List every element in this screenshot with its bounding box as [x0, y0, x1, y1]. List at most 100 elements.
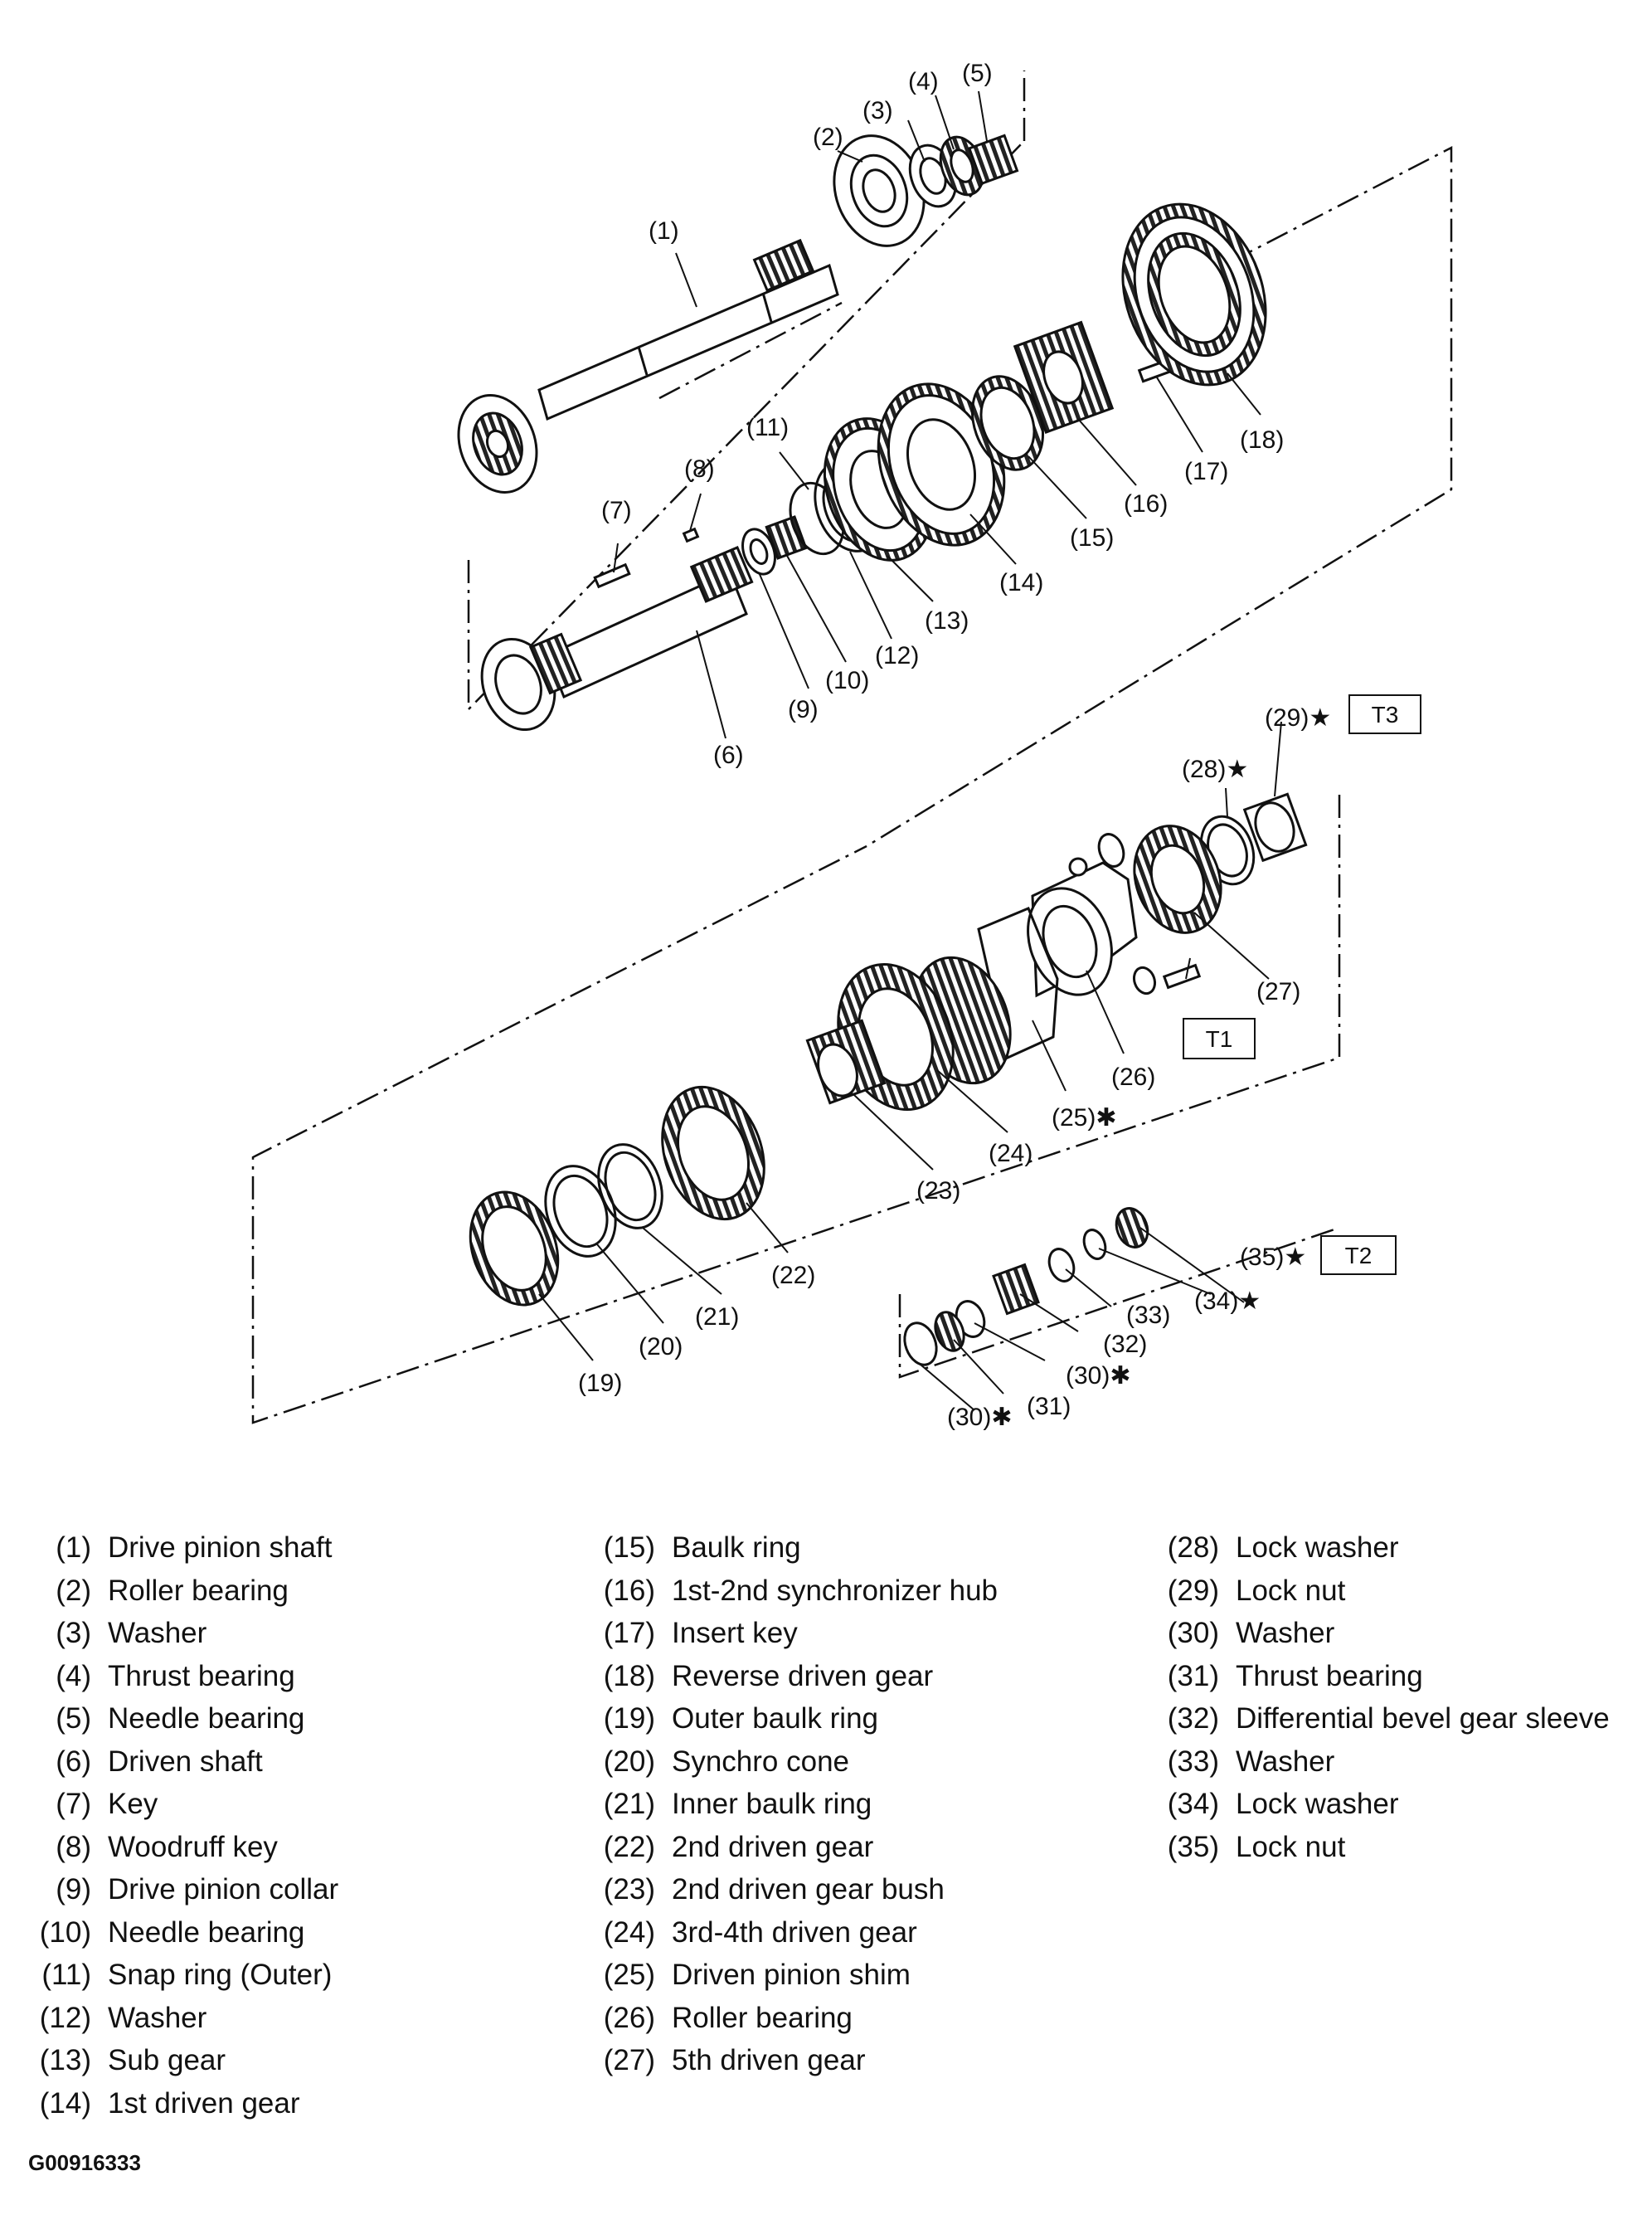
callout-25: (25)✱ [1052, 1104, 1117, 1132]
parts-legend: (1)Drive pinion shaft (2)Roller bearing … [0, 1526, 1652, 2124]
legend-item: (25) Driven pinion shim [564, 1954, 1128, 1997]
legend-number: (7) [56, 1788, 91, 1820]
legend-item: (32)Differential bevel gear sleeve [1128, 1697, 1652, 1740]
legend-label: Driven shaft [108, 1745, 263, 1778]
legend-label: Roller bearing [672, 2001, 853, 2034]
legend-item: (22)2nd driven gear [564, 1826, 1128, 1869]
reverse-driven-gear-drawing [1121, 202, 1267, 387]
legend-label: 2nd driven gear [672, 1830, 874, 1863]
synchronizer-hub-drawing [1013, 320, 1115, 434]
callout-4: (4) [908, 68, 939, 95]
legend-label: Washer [108, 1617, 207, 1649]
legend-label: Roller bearing [108, 1574, 289, 1607]
callout-21: (21) [695, 1303, 739, 1331]
legend-column-2: (15)Baulk ring (16)1st-2nd synchronizer … [564, 1526, 1128, 2082]
callout-20: (20) [639, 1333, 683, 1360]
inner-baulk-ring-drawing [597, 1143, 663, 1229]
legend-label: Washer [108, 2001, 207, 2034]
legend-number: (11) [41, 1959, 91, 1991]
legend-label: 3rd-4th driven gear [672, 1915, 917, 1949]
legend-item: (16)1st-2nd synchronizer hub [564, 1570, 1128, 1613]
callout-31: (31) [1027, 1393, 1071, 1420]
legend-item: (30)Washer [1128, 1612, 1652, 1655]
legend-item: (26)Roller bearing [564, 1997, 1128, 2040]
legend-item: (19)Outer baulk ring [564, 1697, 1128, 1740]
callout-29: (29)★ [1265, 704, 1331, 732]
needle-bearing-drawing [967, 134, 1019, 186]
legend-number: (1) [56, 1531, 91, 1564]
drive-pinion-collar-drawing [741, 528, 776, 576]
legend-item: (20) Synchro cone [564, 1740, 1128, 1784]
legend-item: (21)Inner baulk ring [564, 1783, 1128, 1826]
callout-10: (10) [825, 667, 869, 694]
legend-label: Lock nut [1236, 1830, 1346, 1863]
legend-number: (8) [56, 1830, 91, 1863]
legend-item: (31) Thrust bearing [1128, 1655, 1652, 1698]
callout-35: (35)★ [1240, 1244, 1306, 1271]
callout-9: (9) [788, 696, 819, 723]
legend-column-1: (1)Drive pinion shaft (2)Roller bearing … [0, 1526, 531, 2125]
legend-number: (9) [56, 1873, 91, 1906]
assembly-boundary-lines [251, 71, 1453, 1424]
legend-number: (28) [1167, 1531, 1219, 1564]
legend-label: Needle bearing [108, 1702, 305, 1735]
leader-lines [538, 90, 1282, 1411]
legend-item: (27) 5th driven gear [564, 2039, 1128, 2082]
callout-23: (23) [916, 1177, 960, 1205]
legend-number: (14) [39, 2086, 91, 2120]
needle-bearing-10-drawing [765, 515, 808, 560]
legend-number: (31) [1167, 1659, 1219, 1692]
callout-30b: (30)✱ [1066, 1362, 1131, 1390]
legend-label: Driven pinion shim [672, 1959, 911, 1991]
legend-item: (34)Lock washer [1128, 1783, 1652, 1826]
legend-label: Thrust bearing [108, 1659, 295, 1692]
legend-label: Insert key [672, 1617, 798, 1649]
legend-label: Needle bearing [108, 1915, 305, 1949]
svg-text:T3: T3 [1372, 702, 1399, 728]
legend-item: (17)Insert key [564, 1612, 1128, 1655]
callout-3: (3) [862, 97, 893, 124]
legend-number: (20) [603, 1745, 655, 1778]
legend-label: Synchro cone [672, 1745, 850, 1778]
legend-number: (33) [1167, 1745, 1219, 1778]
legend-number: (15) [603, 1531, 655, 1564]
legend-item: (9) Drive pinion collar [0, 1868, 531, 1911]
callout-34: (34)★ [1194, 1287, 1261, 1315]
driven-shaft-drawing [480, 527, 754, 732]
legend-label: Thrust bearing [1236, 1659, 1423, 1692]
legend-label: Inner baulk ring [672, 1788, 872, 1820]
legend-label: 1st-2nd synchronizer hub [672, 1574, 998, 1607]
legend-label: 5th driven gear [672, 2044, 866, 2076]
legend-label: Outer baulk ring [672, 1702, 879, 1735]
legend-label: Lock nut [1236, 1574, 1346, 1607]
legend-number: (23) [603, 1873, 655, 1906]
callout-22: (22) [771, 1262, 815, 1289]
legend-label: Reverse driven gear [672, 1659, 934, 1692]
legend-label: Woodruff key [108, 1830, 278, 1863]
legend-label: Differential bevel gear sleeve [1236, 1702, 1610, 1735]
legend-item: (35)Lock nut [1128, 1826, 1652, 1869]
legend-item: (18)Reverse driven gear [564, 1655, 1128, 1698]
legend-label: Washer [1236, 1745, 1335, 1778]
legend-label: 2nd driven gear bush [672, 1873, 945, 1906]
legend-item: (12)Washer [0, 1997, 531, 2040]
legend-label: Drive pinion collar [108, 1873, 339, 1906]
callout-8: (8) [684, 455, 715, 483]
legend-number: (27) [603, 2044, 655, 2076]
differential-small-parts-drawing [903, 1207, 1149, 1366]
torque-box-t2: T2 [1320, 1235, 1397, 1275]
legend-item: (4)Thrust bearing [0, 1655, 531, 1698]
legend-number: (5) [56, 1702, 91, 1735]
legend-item: (6)Driven shaft [0, 1740, 531, 1784]
legend-item: (11)Snap ring (Outer) [0, 1954, 531, 1997]
legend-number: (3) [56, 1617, 91, 1649]
legend-number: (24) [603, 1915, 655, 1949]
callout-24: (24) [989, 1140, 1032, 1167]
1st-driven-gear-drawing [877, 382, 1006, 547]
legend-item: (33) Washer [1128, 1740, 1652, 1784]
callout-11: (11) [746, 414, 789, 441]
legend-item: (29)Lock nut [1128, 1570, 1652, 1613]
legend-item: (10)Needle bearing [0, 1911, 531, 1954]
legend-number: (25) [603, 1959, 655, 1991]
callout-28: (28)★ [1182, 756, 1248, 783]
